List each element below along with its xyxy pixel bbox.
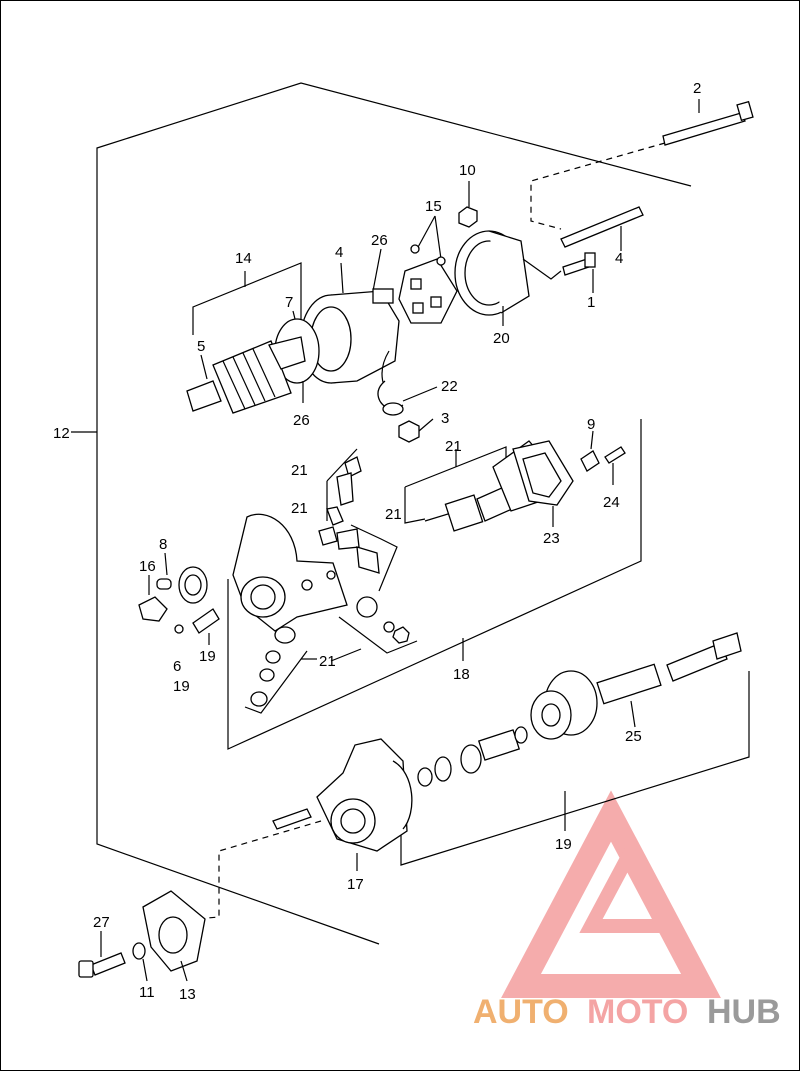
part-screw-1 [522,252,596,293]
callout-16: 16 [139,558,156,575]
part-switch-housing [232,513,348,632]
callout-labels: 2 10 15 4 26 4 14 7 1 20 5 22 26 3 12 9 … [53,80,701,1003]
part-terminal-21-mid [318,524,398,592]
part-clip-9 [580,430,600,472]
part-washer-11 [132,942,148,982]
group-bracket-12 [71,82,692,945]
callout-21-washers: 21 [319,653,336,670]
part-nut-10 [458,181,478,228]
callout-21-plunger: 21 [445,438,462,455]
callout-18: 18 [453,666,470,683]
callout-6: 6 [173,658,181,675]
part-front-housing-17 [316,738,413,871]
part-nut-3 [398,418,434,443]
callout-1: 1 [587,294,595,311]
callout-26-bottom: 26 [293,412,310,429]
callout-19-spring: 19 [199,648,216,665]
watermark-part3: HUB [707,993,781,1031]
callout-2: 2 [693,80,701,97]
part-brush-holder-15 [398,215,458,324]
part-through-bolt-4 [560,206,644,251]
part-gasket-23 [512,440,574,527]
part-armature-5 [186,262,306,414]
callout-5: 5 [197,338,205,355]
part-shaft [666,632,742,682]
part-rear-cover-20 [454,230,530,326]
callout-10: 10 [459,162,476,179]
callout-21-top: 21 [291,462,308,479]
callout-25: 25 [625,728,642,745]
callout-22: 22 [441,378,458,395]
callout-19-drive: 19 [555,836,572,853]
part-bolt-27 [78,931,126,978]
callout-20: 20 [493,330,510,347]
part-washer-set-21 [330,596,418,662]
part-yoke-4 [300,248,400,402]
watermark-part2: MOTO [587,993,688,1031]
callout-14: 14 [235,250,252,267]
callout-8: 8 [159,536,167,553]
callout-7: 7 [285,294,293,311]
callout-17: 17 [347,876,364,893]
callout-12: 12 [53,425,70,442]
part-washer-stack-21 [244,626,317,714]
callout-21-terminal: 21 [385,506,402,523]
callout-26-top: 26 [371,232,388,249]
callout-19-ball: 19 [173,678,190,695]
callout-15: 15 [425,198,442,215]
watermark-wordmark: AUTO MOTO HUB [473,993,781,1031]
part-spring-25 [596,663,662,728]
part-gasket-13 [142,890,206,982]
callout-21-mid: 21 [291,500,308,517]
callout-27: 27 [93,914,110,931]
group-bracket-18 [227,419,642,750]
callout-4-right: 4 [615,250,623,267]
callout-13: 13 [179,986,196,1003]
part-terminal-21-top [326,448,362,526]
part-pinion-gear [138,552,220,645]
part-clutch [530,670,598,740]
watermark-part1: AUTO [473,993,569,1031]
part-long-bolt-2 [530,99,754,230]
callout-3: 3 [441,410,449,427]
part-lead-wire-22 [377,380,438,416]
part-bolt-front [194,808,322,920]
callout-4-yoke: 4 [335,244,343,261]
callout-11: 11 [139,984,155,1001]
callout-24: 24 [603,494,620,511]
callout-23: 23 [543,530,560,547]
part-drive-spring [417,726,528,787]
callout-9: 9 [587,416,595,433]
watermark-logo [501,790,721,998]
group-bracket-19 [400,671,750,866]
part-screw-24 [604,446,626,485]
